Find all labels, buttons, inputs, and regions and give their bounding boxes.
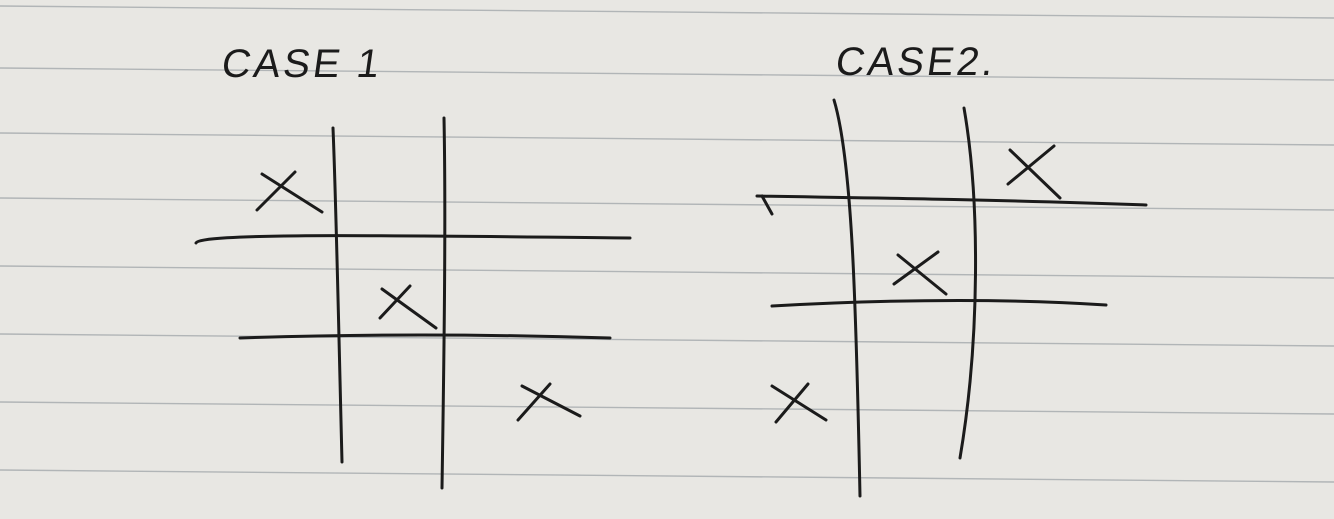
case-1-label: CASE 1 xyxy=(218,42,386,86)
x-stroke xyxy=(380,287,438,330)
ruled-line xyxy=(0,401,1334,415)
case-2-horizontal-line-top xyxy=(755,194,1148,207)
case-1-mark-r2c2 xyxy=(378,284,438,330)
case-2-mark-r3c1 xyxy=(770,382,828,424)
x-stroke xyxy=(378,284,412,320)
ruled-line xyxy=(0,333,1334,347)
case-1-horizontal-line-bottom xyxy=(238,333,612,340)
x-stroke xyxy=(774,382,810,424)
case-1-horizontal-line-top xyxy=(194,234,632,245)
case-2-left-tick xyxy=(760,194,774,216)
case-1-vertical-line-right xyxy=(440,116,447,490)
case-2-label: CASE2. xyxy=(832,40,1000,84)
ruled-lines xyxy=(0,5,1334,483)
case-2-mark-r1c3 xyxy=(1006,144,1062,200)
case-2-sketch xyxy=(755,98,1148,498)
case-2-vertical-line-left xyxy=(832,98,862,498)
x-stroke xyxy=(896,253,948,296)
x-stroke xyxy=(260,172,324,214)
ruled-line xyxy=(0,197,1334,211)
x-stroke xyxy=(1006,144,1056,186)
x-stroke xyxy=(892,250,940,286)
case-1-sketch xyxy=(194,116,632,490)
x-stroke xyxy=(516,382,552,422)
ruled-line xyxy=(0,67,1334,81)
ruled-line xyxy=(0,265,1334,279)
case-2-horizontal-line-bottom xyxy=(770,299,1108,308)
ruled-line xyxy=(0,5,1334,19)
case-1-mark-r3c3 xyxy=(516,382,582,422)
x-stroke xyxy=(255,170,297,212)
case-2-vertical-line-right xyxy=(958,106,978,460)
ruled-line xyxy=(0,132,1334,146)
ruled-line xyxy=(0,469,1334,483)
case-1-mark-r1c1 xyxy=(255,170,324,214)
x-stroke xyxy=(770,384,828,422)
x-stroke xyxy=(520,384,582,418)
case-1-vertical-line-left xyxy=(331,126,344,464)
x-stroke xyxy=(1008,148,1062,200)
case-2-mark-r2c2 xyxy=(892,250,948,296)
